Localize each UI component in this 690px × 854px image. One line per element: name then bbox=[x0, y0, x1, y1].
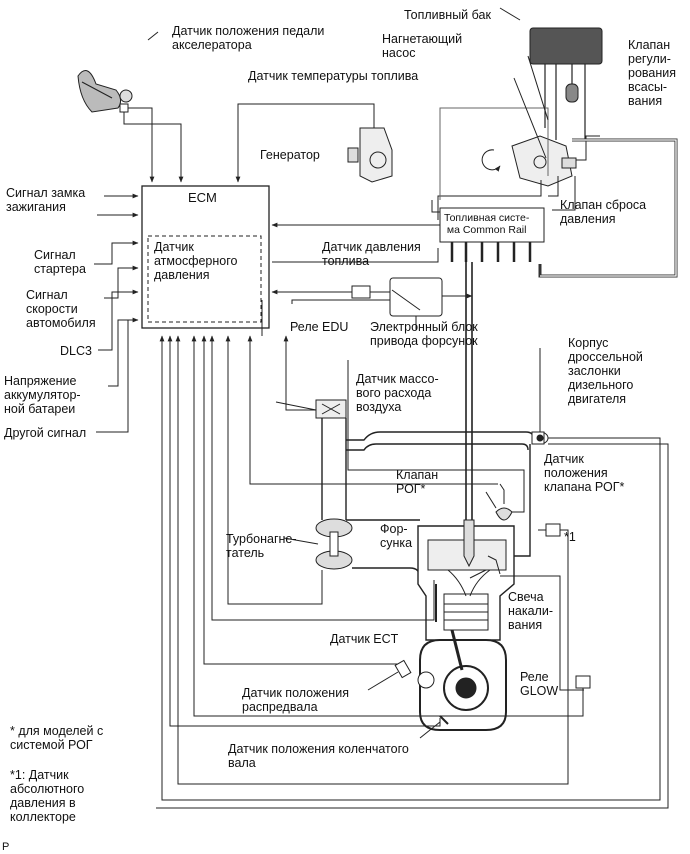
ecm-title: ECM bbox=[188, 190, 217, 205]
crank-sensor-label: Датчик положения коленчатого вала bbox=[228, 742, 409, 770]
fuel-tank-label: Топливный бак bbox=[404, 8, 491, 22]
throttle-body-label: Корпус дроссельной заслонки дизельного д… bbox=[568, 336, 643, 406]
suction-valve-label: Клапан регули- рования всасы- вания bbox=[628, 38, 677, 108]
injector-label: Фор- сунка bbox=[380, 522, 413, 550]
speed-signal-label: Сигнал скорости автомобиля bbox=[26, 288, 96, 330]
edu-relay-label: Реле EDU bbox=[290, 320, 349, 334]
supply-pump-icon bbox=[481, 135, 573, 187]
cam-sensor-icon bbox=[394, 659, 412, 679]
glow-relay-icon bbox=[575, 675, 591, 689]
egr-position-sensor-label: Датчик положения клапана РОГ* bbox=[544, 452, 625, 494]
throttle-body-icon bbox=[531, 431, 549, 445]
map-sensor-marker: *1 bbox=[564, 530, 576, 544]
injector-driver-label: Электронный блок привода форсунок bbox=[370, 320, 478, 348]
injector-driver-box bbox=[389, 277, 443, 317]
maf-sensor-label: Датчик массо- вого расхода воздуха bbox=[356, 372, 439, 414]
generator-icon bbox=[347, 127, 393, 183]
injector-icon bbox=[463, 519, 475, 568]
map-sensor-icon bbox=[545, 523, 561, 537]
common-rail-label: Топливная систе- ма Common Rail bbox=[444, 212, 530, 236]
suction-valve-icon bbox=[561, 157, 577, 169]
atm-sensor-box bbox=[147, 235, 262, 323]
atm-pressure-sensor-label: Датчик атмосферного давления bbox=[154, 240, 238, 282]
fuel-temp-sensor-label: Датчик температуры топлива bbox=[248, 69, 419, 83]
common-rail-box bbox=[439, 207, 545, 243]
generator-label: Генератор bbox=[260, 148, 320, 162]
fuel-pressure-sensor-label: Датчик давления топлива bbox=[322, 240, 421, 268]
fuel-tank-icon bbox=[529, 27, 603, 65]
pressure-relief-valve-label: Клапан сброса давления bbox=[560, 198, 647, 226]
corner-mark: P bbox=[2, 841, 10, 853]
accel-pedal-sensor-label: Датчик положения педали акселератора bbox=[172, 24, 325, 52]
footnote-map: *1: Датчик абсолютного давления в коллек… bbox=[10, 768, 85, 824]
egr-valve-label: Клапан РОГ* bbox=[396, 468, 439, 496]
glow-relay-label: Реле GLOW bbox=[520, 670, 559, 698]
ecm-box bbox=[141, 185, 270, 329]
ignition-signal-label: Сигнал замка зажигания bbox=[6, 186, 86, 214]
engine-block-icon bbox=[417, 525, 515, 731]
battery-voltage-label: Напряжение аккумулятор- ной батареи bbox=[4, 374, 81, 416]
fuel-filter-icon bbox=[565, 83, 579, 103]
accelerator-pedal-icon bbox=[77, 70, 133, 113]
glow-plug-label: Свеча накали- вания bbox=[508, 590, 553, 632]
ect-sensor-label: Датчик ECT bbox=[330, 632, 399, 646]
turbocharger-label: Турбонагне- татель bbox=[226, 532, 297, 560]
supply-pump-label: Нагнетающий насос bbox=[382, 32, 463, 60]
starter-signal-label: Сигнал стартера bbox=[34, 248, 86, 276]
footnote-egr: * для моделей с системой РОГ bbox=[10, 724, 104, 752]
dlc3-label: DLC3 bbox=[60, 344, 92, 358]
other-signal-label: Другой сигнал bbox=[4, 426, 87, 440]
cam-sensor-label: Датчик положения распредвала bbox=[242, 686, 349, 714]
edu-relay-icon bbox=[351, 285, 371, 299]
turbocharger-icon bbox=[315, 518, 353, 570]
egr-valve-icon bbox=[495, 483, 513, 521]
